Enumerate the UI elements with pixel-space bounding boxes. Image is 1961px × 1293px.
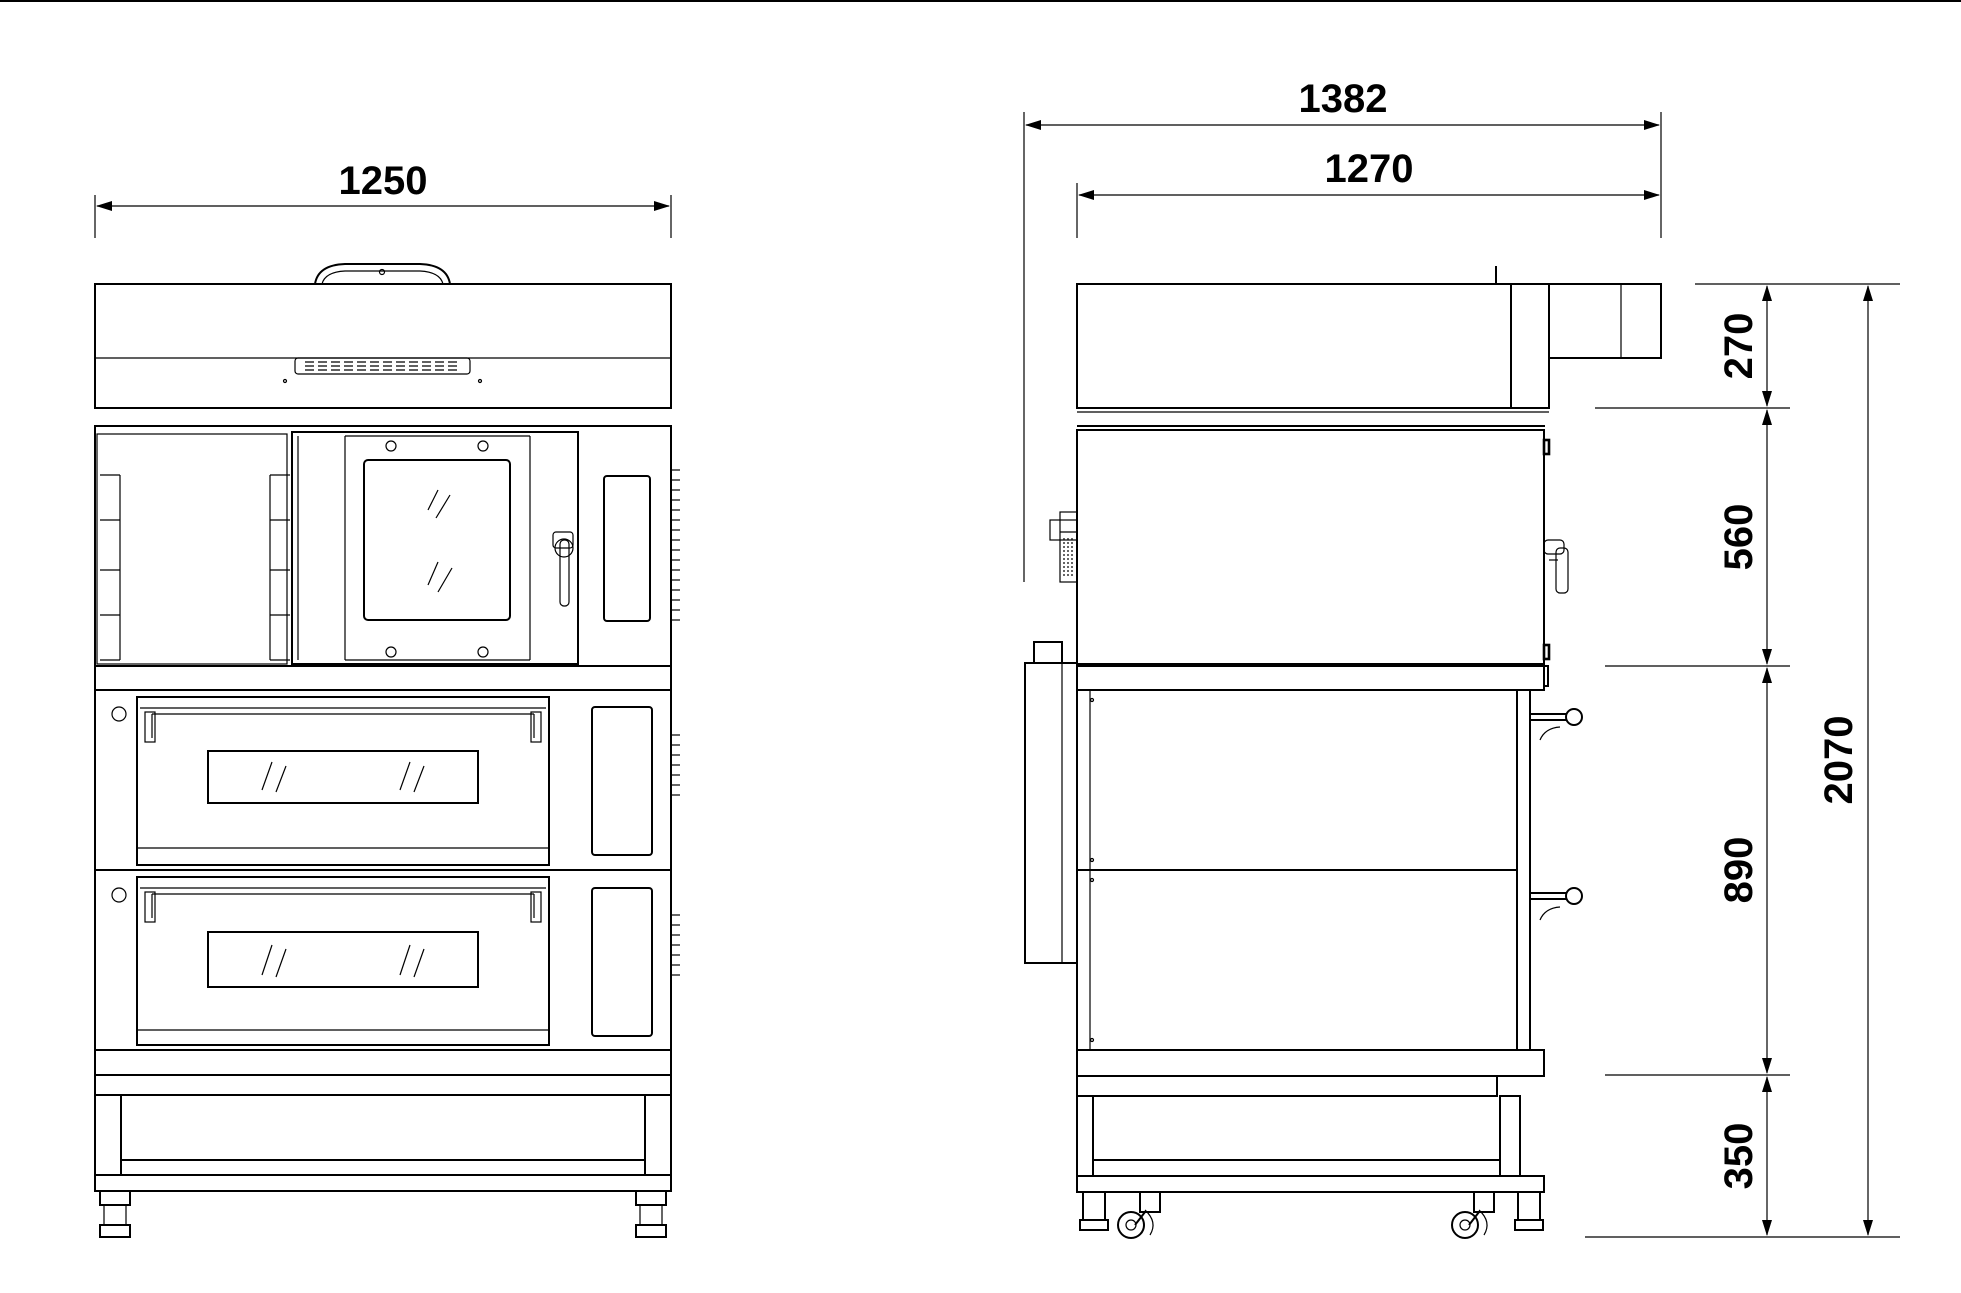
dim-heights: 270 560 890 350 2070 [1585, 283, 1900, 1238]
convection-oven-side [1049, 429, 1569, 665]
convection-door-handle [552, 531, 574, 607]
convection-control-panel [603, 475, 651, 622]
dim-label-height-hood: 270 [1717, 313, 1761, 380]
deck-oven-upper-front [94, 689, 680, 871]
caster-wheel-left [1117, 1191, 1161, 1239]
dim-label-side-body-depth: 1270 [1325, 147, 1414, 191]
hood-vent-grille [294, 357, 471, 375]
convection-door [291, 431, 579, 665]
deck-lower-window [207, 931, 479, 988]
convection-door-window [363, 459, 511, 621]
caster-wheel-right [1451, 1191, 1495, 1239]
dim-front-width: 1250 [94, 159, 672, 238]
hood-side [1076, 266, 1662, 427]
convection-oven-front [94, 425, 680, 667]
deck-lower-control-panel [591, 887, 653, 1037]
dim-label-height-decks: 890 [1717, 837, 1761, 904]
deck-oven-lower-front [94, 869, 680, 1051]
deck-ovens-side [1024, 641, 1583, 1051]
deck-lower-handle-side [1530, 887, 1583, 921]
dim-label-height-stand: 350 [1717, 1123, 1761, 1190]
rear-control-box [1024, 662, 1078, 964]
deck-upper-window [207, 750, 479, 804]
dim-label-side-total-depth: 1382 [1299, 77, 1388, 121]
dim-label-front-width: 1250 [339, 159, 428, 203]
rear-fan-motor [1049, 511, 1078, 583]
front-view: 1250 [94, 159, 680, 1238]
side-view: 1382 1270 [1023, 77, 1900, 1239]
deck-upper-control-panel [591, 706, 653, 856]
stand-side [1076, 1049, 1545, 1239]
hood-body [94, 283, 672, 409]
dim-side-body-depth: 1270 [1076, 147, 1660, 238]
deck-upper-handle-side [1530, 708, 1583, 741]
hood-handle [314, 263, 451, 285]
convection-door-handle-side [1543, 539, 1569, 594]
stand-front [94, 1050, 672, 1238]
dim-side-total-depth: 1382 [1023, 77, 1662, 582]
chimney-duct [1548, 283, 1662, 359]
dim-label-height-convection: 560 [1717, 504, 1761, 571]
dim-label-height-total: 2070 [1817, 716, 1861, 805]
